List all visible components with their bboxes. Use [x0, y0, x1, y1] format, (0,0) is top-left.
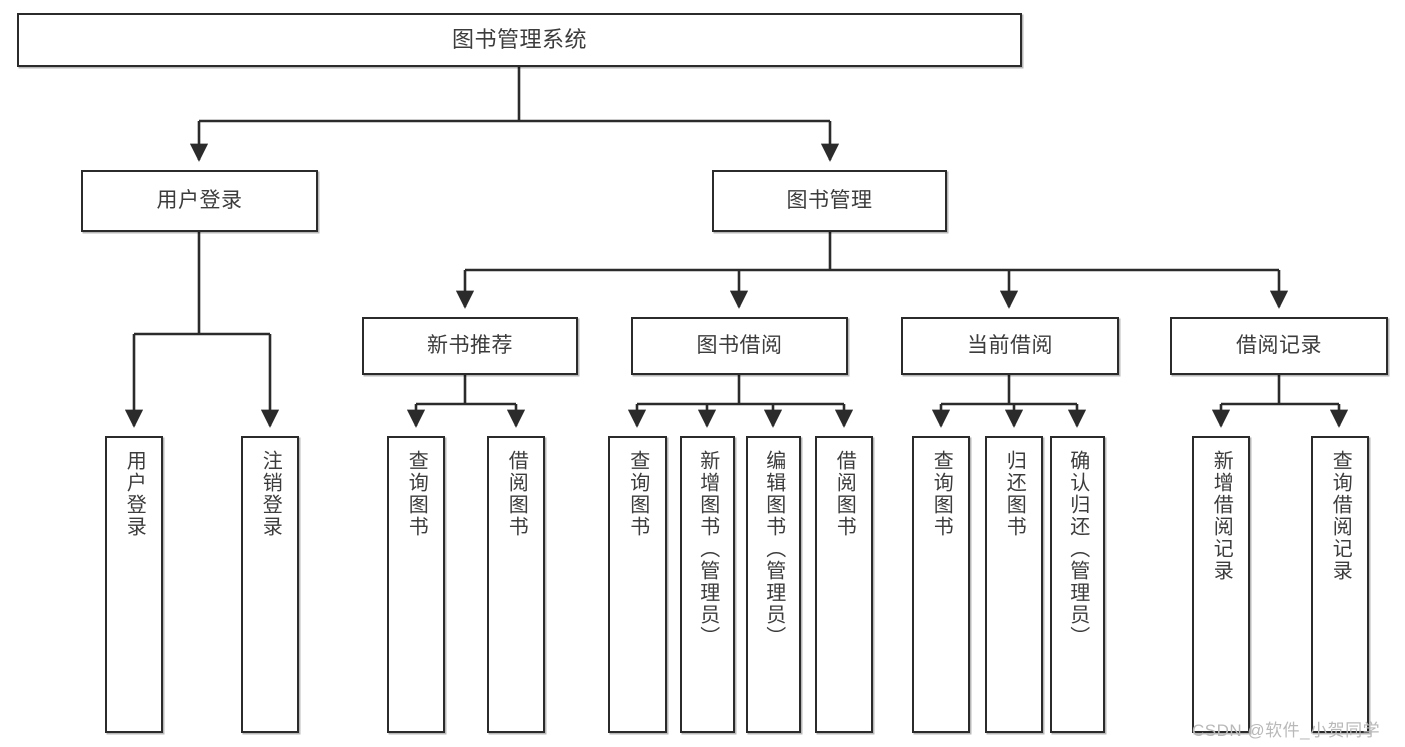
node-leaf-query-book-2-label: 查询图书 [626, 450, 649, 538]
node-leaf-user-login[interactable]: 用户登录 [105, 436, 163, 733]
node-leaf-query-book-1-label: 查询图书 [405, 450, 428, 538]
node-book-manage-label: 图书管理 [786, 188, 873, 212]
node-leaf-edit-book-label: 编辑图书（管理员） [762, 450, 785, 648]
node-book-borrow-label: 图书借阅 [696, 333, 783, 357]
node-leaf-query-book-2[interactable]: 查询图书 [608, 436, 667, 733]
node-leaf-return-book-label: 归还图书 [1003, 450, 1026, 538]
node-leaf-borrow-book-1[interactable]: 借阅图书 [487, 436, 545, 733]
node-new-book-rec-label: 新书推荐 [427, 333, 513, 357]
node-leaf-confirm-return-label: 确认归还（管理员） [1066, 450, 1089, 648]
node-leaf-query-book-3[interactable]: 查询图书 [912, 436, 970, 733]
node-leaf-user-logout-label: 注销登录 [259, 450, 282, 538]
node-borrow-record-label: 借阅记录 [1236, 333, 1322, 357]
node-borrow-record[interactable]: 借阅记录 [1170, 317, 1388, 375]
node-root-label: 图书管理系统 [451, 27, 587, 53]
node-leaf-edit-book[interactable]: 编辑图书（管理员） [746, 436, 801, 733]
node-book-borrow[interactable]: 图书借阅 [631, 317, 848, 375]
node-book-manage[interactable]: 图书管理 [712, 170, 947, 232]
node-leaf-borrow-book-1-label: 借阅图书 [505, 450, 528, 538]
csdn-watermark: CSDN @软件_小贺同学 [1192, 721, 1381, 740]
node-leaf-borrow-book-2[interactable]: 借阅图书 [815, 436, 873, 733]
node-leaf-user-login-label: 用户登录 [123, 450, 146, 538]
node-user-login[interactable]: 用户登录 [81, 170, 318, 232]
node-leaf-add-book-label: 新增图书（管理员） [696, 450, 719, 648]
node-user-login-label: 用户登录 [156, 188, 243, 212]
node-new-book-rec[interactable]: 新书推荐 [362, 317, 578, 375]
node-leaf-add-record-label: 新增借阅记录 [1210, 450, 1233, 582]
node-leaf-query-record-label: 查询借阅记录 [1329, 450, 1352, 582]
node-leaf-add-record[interactable]: 新增借阅记录 [1192, 436, 1250, 733]
node-root[interactable]: 图书管理系统 [17, 13, 1022, 67]
node-leaf-borrow-book-2-label: 借阅图书 [833, 450, 856, 538]
node-leaf-return-book[interactable]: 归还图书 [985, 436, 1043, 733]
node-leaf-query-book-1[interactable]: 查询图书 [387, 436, 445, 733]
node-current-borrow-label: 当前借阅 [967, 333, 1053, 357]
node-leaf-query-book-3-label: 查询图书 [930, 450, 953, 538]
node-leaf-user-logout[interactable]: 注销登录 [241, 436, 299, 733]
node-current-borrow[interactable]: 当前借阅 [901, 317, 1119, 375]
node-leaf-confirm-return[interactable]: 确认归还（管理员） [1050, 436, 1105, 733]
node-leaf-add-book[interactable]: 新增图书（管理员） [680, 436, 735, 733]
node-leaf-query-record[interactable]: 查询借阅记录 [1311, 436, 1369, 733]
